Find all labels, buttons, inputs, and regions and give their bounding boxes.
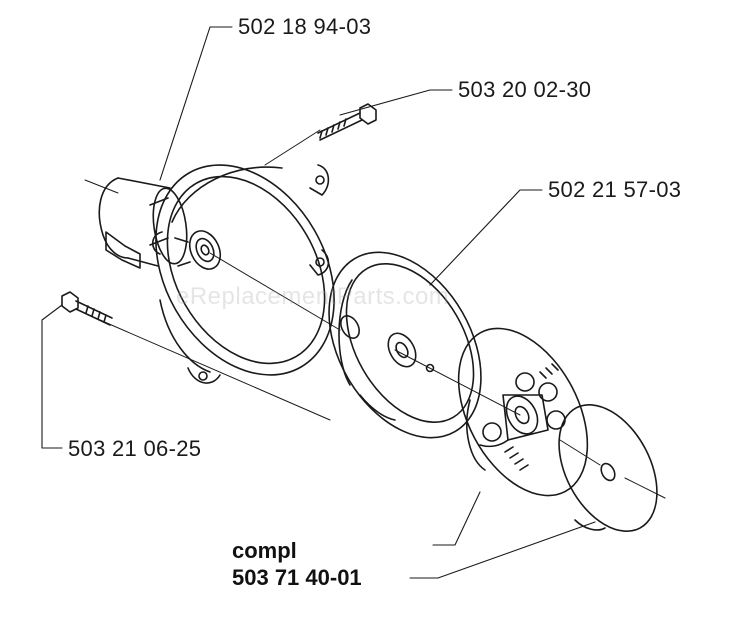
- leader-screw-top: [339, 89, 453, 116]
- assembly-label-line1: compl: [232, 538, 297, 563]
- leader-clutch-drum: [429, 189, 543, 286]
- leader-housing: [159, 26, 233, 181]
- screw-left: [61, 291, 113, 326]
- assembly-label-line2: 503 71 40-01: [232, 565, 362, 590]
- label-screw-left: 503 21 06-25: [68, 436, 202, 461]
- clutch-assembly: [457, 327, 589, 497]
- washer-plate: [558, 404, 658, 532]
- leader-lines: [41, 26, 596, 579]
- screw-top: [317, 103, 377, 141]
- watermark: eReplacementParts.com: [176, 283, 450, 310]
- clutch-drum: [328, 251, 482, 439]
- leader-assembly-2: [409, 521, 596, 579]
- axis-lines: [84, 129, 666, 499]
- leader-screw-left: [41, 304, 63, 449]
- gear-housing: [98, 164, 335, 384]
- assembly-label: compl 503 71 40-01: [232, 537, 362, 591]
- label-screw-top: 503 20 02-30: [458, 77, 592, 102]
- leader-assembly-1: [432, 491, 481, 546]
- label-housing: 502 18 94-03: [238, 14, 372, 39]
- label-clutch-drum: 502 21 57-03: [548, 177, 682, 202]
